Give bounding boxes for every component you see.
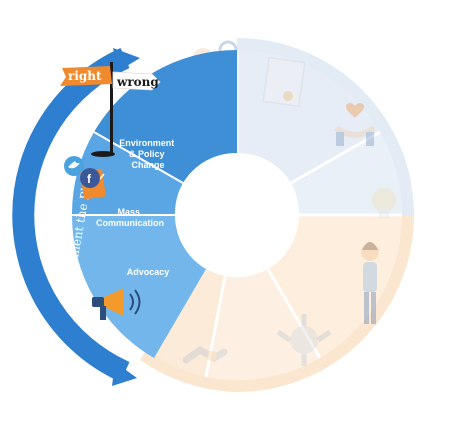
svg-text:f: f xyxy=(87,172,92,186)
flag-sign-icon: right wrong xyxy=(60,62,161,157)
megaphone-icon xyxy=(92,288,141,320)
lightbulb-icon xyxy=(372,188,396,218)
segment-environment-policy[interactable] xyxy=(94,49,237,183)
sign-wrong-label: wrong xyxy=(116,75,159,89)
sign-right-label: right xyxy=(68,69,102,83)
handshake-icon xyxy=(182,345,228,364)
hands-heart-icon xyxy=(334,103,376,146)
segment-advocacy[interactable] xyxy=(71,215,207,358)
arc-arrow-head-bottom xyxy=(112,362,137,386)
segment-label-advocacy: Advocacy xyxy=(127,267,170,277)
certificate-icon xyxy=(262,56,306,108)
segment-label-environment: Environment & Policy Change xyxy=(119,138,177,170)
twitter-icon xyxy=(64,156,84,176)
facebook-icon: f xyxy=(80,168,100,188)
segment-label-mass-communication: Mass Communication xyxy=(96,207,164,228)
team-hands-icon xyxy=(276,314,332,366)
center-hole xyxy=(177,155,297,275)
stick-figure-icon xyxy=(361,242,379,324)
arc-arrow-head-top xyxy=(113,48,140,72)
